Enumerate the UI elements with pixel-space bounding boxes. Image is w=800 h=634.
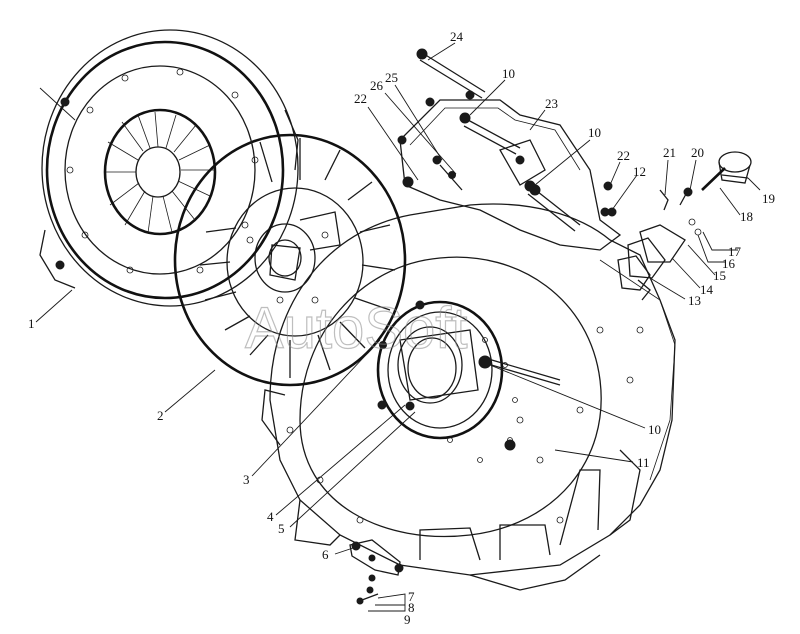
callout-17: 17 — [728, 244, 742, 259]
pressure-plate — [39, 29, 299, 307]
bolt-24 — [416, 48, 486, 99]
callout-13: 13 — [688, 293, 701, 308]
bolt-10-center — [478, 355, 561, 386]
clutch-disc — [173, 133, 407, 387]
callout-15: 15 — [713, 268, 726, 283]
callout-8: 8 — [408, 600, 415, 615]
gear-cover — [397, 90, 622, 251]
callout-19: 19 — [762, 191, 775, 206]
callout-18: 18 — [740, 209, 753, 224]
callout-3: 3 — [243, 472, 250, 487]
leader-lines — [35, 42, 761, 612]
callout-10-right: 10 — [588, 125, 601, 140]
callout-23: 23 — [545, 96, 558, 111]
callout-14: 14 — [700, 282, 714, 297]
callout-12: 12 — [633, 164, 646, 179]
callout-21: 21 — [663, 145, 676, 160]
callout-10-top: 10 — [502, 66, 515, 81]
watermark-text: AutoSoft — [245, 296, 467, 361]
callout-labels: 1 2 3 4 5 6 7 8 9 10 10 10 10 11 12 13 1… — [28, 29, 775, 627]
callout-22-left: 22 — [354, 91, 367, 106]
callout-1: 1 — [28, 316, 35, 331]
bolt-10-top — [459, 112, 521, 155]
clutch-housing — [261, 203, 676, 591]
callout-9: 9 — [404, 612, 411, 627]
callout-7: 7 — [408, 589, 415, 604]
callout-5: 5 — [278, 521, 285, 536]
callout-2: 2 — [157, 408, 164, 423]
bolt-10-right — [524, 180, 581, 232]
callout-4: 4 — [267, 509, 274, 524]
callout-10-lower: 10 — [648, 422, 661, 437]
callout-25: 25 — [385, 70, 398, 85]
callout-26: 26 — [370, 78, 384, 93]
callout-24: 24 — [450, 29, 464, 44]
callout-16: 16 — [722, 256, 736, 271]
callout-22-right: 22 — [617, 148, 630, 163]
bracket-6 — [349, 539, 404, 605]
callout-11: 11 — [637, 455, 650, 470]
release-bearing-assembly — [376, 300, 504, 440]
right-small-parts — [600, 151, 752, 301]
callout-20: 20 — [691, 145, 704, 160]
washer-26-25 — [432, 155, 463, 191]
callout-6: 6 — [322, 547, 329, 562]
